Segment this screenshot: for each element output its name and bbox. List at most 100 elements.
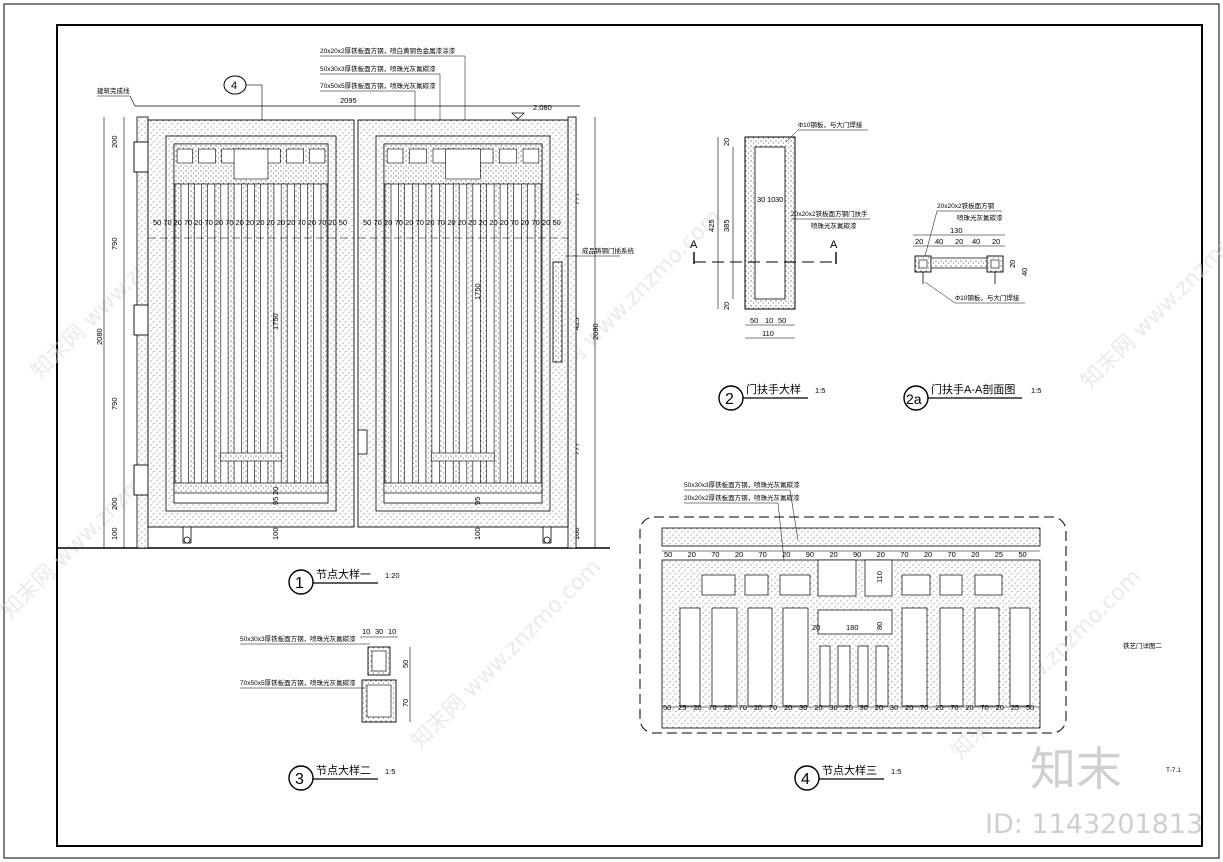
bar-dim: 20 <box>447 218 455 227</box>
top-dim: 20 <box>829 550 837 559</box>
bar-dim: 70 <box>225 218 233 227</box>
bottom-dim: 20 <box>723 703 731 712</box>
right-dim: 777 <box>572 192 581 205</box>
upper-box <box>901 574 931 596</box>
door-handle <box>552 261 563 363</box>
detail-number: 3 <box>295 771 304 788</box>
v-dim: 70 <box>401 699 410 707</box>
top-dim: 20 <box>735 550 743 559</box>
detail-title: 节点大样三 <box>822 763 877 777</box>
id-text: ID: 1143201813 <box>985 809 1203 840</box>
top-dim: 10 <box>362 627 370 636</box>
bottom-rail <box>383 482 543 494</box>
handle-note: 成品铸钢门插系统 <box>582 246 635 255</box>
outer-border <box>3 3 1220 859</box>
bar-dim: 20 <box>277 218 285 227</box>
center-box <box>817 559 857 597</box>
top-dim: 10 <box>388 627 396 636</box>
note-material-1: 20x20x2厚铁板面方钢，喷白黄铜色金属漆涂漆 <box>320 46 456 55</box>
upper-box <box>744 574 769 596</box>
center-upper-panel <box>817 609 893 635</box>
bottom-dim: 50 <box>750 316 758 325</box>
bottom-dim: 20 <box>905 703 913 712</box>
sheet-title: 铁艺门详图二 <box>1123 641 1163 650</box>
top-dim: 20 <box>782 550 790 559</box>
left-dim: 790 <box>110 397 119 410</box>
detail-scale: 1:20 <box>385 571 400 580</box>
bar-dim: 70 <box>416 218 424 227</box>
bottom-dim: 50 <box>1026 703 1034 712</box>
callout-number: 4 <box>231 80 237 92</box>
center-dim: 110 <box>875 571 884 583</box>
vertical-bar <box>480 183 487 484</box>
ornament-box <box>286 148 304 164</box>
bar-dim: 70 <box>318 218 326 227</box>
dim: 20 <box>915 237 923 246</box>
section-label: A <box>690 239 698 251</box>
lower-rail <box>431 452 495 462</box>
top-rail <box>661 527 1041 547</box>
v-dim: 385 <box>722 219 731 232</box>
v-dim: 50 <box>401 660 410 668</box>
note-2: 70x50x5厚铁板面方钢，喷珠光灰氟碳漆 <box>240 678 356 687</box>
top-dim: 30 <box>757 195 765 204</box>
top-dim: 50 <box>1018 550 1026 559</box>
bar-dim: 70 <box>297 218 305 227</box>
bottom-dim: 20 <box>784 703 792 712</box>
left-dim: 100 <box>110 527 119 540</box>
latch <box>357 429 368 455</box>
bar-dim: 20 <box>500 218 508 227</box>
bar-dim: 50 <box>552 218 560 227</box>
bottom-dim: 25 <box>678 703 686 712</box>
v-dim: 425 <box>707 219 716 232</box>
vertical-bar <box>214 183 222 484</box>
note-top-2: 喷珠光灰氟碳漆 <box>957 213 1003 222</box>
upper-box <box>939 574 963 596</box>
note-1: 50x30x3厚铁板面方钢，喷珠光灰氟碳漆 <box>684 480 800 489</box>
ornament-center-box <box>445 148 481 180</box>
left-dim: 2080 <box>95 328 104 345</box>
detail-boundary <box>639 516 1067 734</box>
brand-logo-text: 知末 <box>1030 742 1122 796</box>
vertical-bar <box>201 183 208 484</box>
infill-area <box>173 143 329 504</box>
top-dim: 20 <box>877 550 885 559</box>
vertical-bar <box>307 183 315 484</box>
dim: 20 <box>955 237 963 246</box>
ornament-box <box>386 148 404 164</box>
bottom-dim: 20 <box>996 703 1004 712</box>
watermark-text: 知末网 www.znzmo.com <box>407 554 607 754</box>
left-dim: 200 <box>110 497 119 510</box>
inner-border <box>56 24 1203 847</box>
inner-dim: 20 <box>271 487 280 495</box>
bar-dim: 70 <box>510 218 518 227</box>
total-dim: 110 <box>762 329 774 338</box>
inner-dim: 100 <box>271 527 280 540</box>
top-dim: 70 <box>711 550 719 559</box>
bar-dim: 20 <box>521 218 529 227</box>
detail-number-circle <box>288 569 314 595</box>
lower-rail <box>219 452 283 462</box>
wall-line-note: 建筑完成线 <box>97 86 130 95</box>
inner-frame <box>165 135 337 512</box>
bar-dim: 20 <box>287 218 295 227</box>
note-top: 20x20x2铁板面方钢 <box>937 201 995 210</box>
bottom-dim: 70 <box>769 703 777 712</box>
bottom-dim: 20 <box>965 703 973 712</box>
bar-dim: 20 <box>405 218 413 227</box>
bottom-rail <box>173 482 329 494</box>
center-slot <box>837 645 851 707</box>
vertical-bar <box>411 183 419 484</box>
detail-scale: 1:5 <box>815 386 825 395</box>
inner-dim: 95 <box>271 497 280 505</box>
bottom-dim: 30 <box>890 703 898 712</box>
right-dim: 2080 <box>591 323 600 340</box>
lower-panel <box>782 607 809 707</box>
center-dim: 20 <box>812 623 820 632</box>
center-box-right <box>864 559 893 597</box>
level-mark: 2.080 <box>533 103 552 112</box>
inner-dim: 100 <box>473 527 482 540</box>
bottom-dim: 70 <box>920 703 928 712</box>
